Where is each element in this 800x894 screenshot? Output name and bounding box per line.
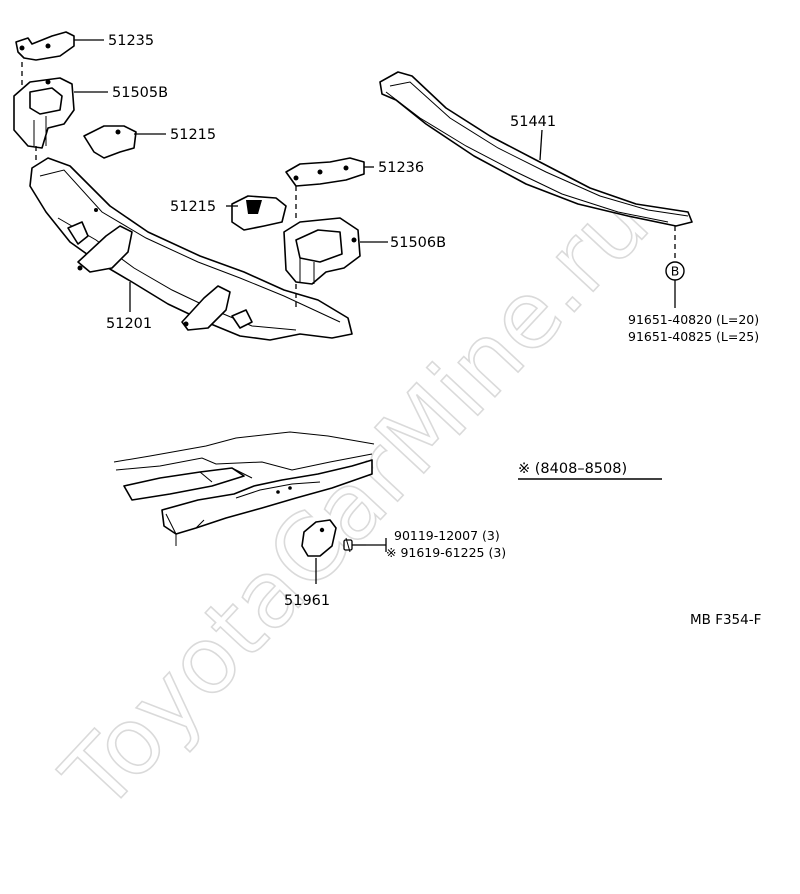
part-label-51961: 51961 (284, 593, 330, 609)
part-label-51201: 51201 (106, 316, 152, 332)
fastener-callout-line-2: ※ 91619-61225 (3) (386, 545, 506, 560)
part-label-51215-upper: 51215 (170, 127, 216, 143)
part-51961-drawing (301, 519, 387, 584)
bolt-callout-line-2: 91651-40825 (L=25) (628, 329, 759, 344)
part-51441-drawing (379, 71, 693, 227)
part-label-51505b: 51505B (112, 85, 168, 101)
part-51215b-drawing (226, 195, 287, 231)
part-label-51441: 51441 (510, 114, 556, 130)
date-range-note: ※ (8408–8508) (518, 461, 627, 477)
part-51236-drawing (285, 157, 374, 187)
part-label-51215-mid: 51215 (170, 199, 216, 215)
bolt-icon (343, 537, 366, 553)
fastener-callout-line-1: 90119-12007 (3) (394, 528, 500, 543)
part-51201-drawing (29, 157, 353, 341)
frame-section-drawing (113, 431, 375, 546)
part-51505b-drawing (13, 77, 108, 149)
part-label-51235: 51235 (108, 33, 154, 49)
part-51215a-drawing (83, 125, 166, 159)
part-label-51236: 51236 (378, 160, 424, 176)
diagram-code: MB F354-F (690, 612, 761, 628)
bolt-callout-line-1: 91651-40820 (L=20) (628, 312, 759, 327)
part-label-51506b: 51506B (390, 235, 446, 251)
part-51235-drawing (15, 31, 104, 61)
bolt-marker-letter: B (671, 264, 680, 279)
part-51506b-drawing (283, 217, 388, 285)
